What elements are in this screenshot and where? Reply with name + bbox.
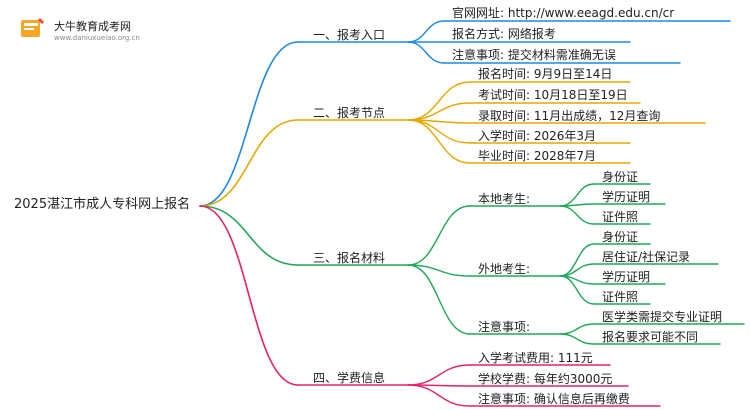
leaf-node: 学历证明 <box>602 190 651 204</box>
branch-node: 二、报考节点 <box>313 106 386 120</box>
connector-line <box>199 41 299 207</box>
leaf-node: 报名方式: 网络报考 <box>452 27 556 41</box>
connector-line <box>407 384 471 407</box>
book-logo-icon <box>21 18 44 37</box>
leaf-node: 证件照 <box>602 210 639 224</box>
leaf-node: 毕业时间: 2028年7月 <box>478 149 597 163</box>
connector-line <box>407 264 471 335</box>
connector-line <box>407 81 471 121</box>
leaf-node: 身份证 <box>602 230 639 244</box>
connector-line <box>199 205 299 386</box>
connector-line <box>199 205 299 266</box>
connector-line <box>559 243 595 277</box>
connector-line <box>559 205 595 225</box>
leaf-node: 注意事项: 提交材料需准确无误 <box>452 48 616 62</box>
group-node: 外地考生: <box>478 262 531 276</box>
group-node: 本地考生: <box>478 192 531 206</box>
connector-line <box>407 20 445 43</box>
leaf-node: 入学考试费用: 111元 <box>478 351 593 365</box>
logo-title: 大牛教育成考网 <box>54 20 131 33</box>
branch-node: 一、报考入口 <box>313 28 386 42</box>
branch-node: 三、报名材料 <box>313 251 386 265</box>
connector-line <box>199 119 299 207</box>
leaf-node: 居住证/社保记录 <box>602 250 691 264</box>
connector-line <box>407 119 471 164</box>
leaf-node: 考试时间: 10月18日至19日 <box>478 88 628 102</box>
leaf-node: 证件照 <box>602 290 639 304</box>
branch-node: 四、学费信息 <box>313 371 386 385</box>
root-node: 2025湛江市成人专科网上报名 <box>14 197 191 212</box>
site-logo: 大牛教育成考网 www.daniuxueiao.org.cn <box>18 14 158 50</box>
leaf-node: 学校学费: 每年约3000元 <box>478 372 613 386</box>
leaf-node: 学历证明 <box>602 270 651 284</box>
connector-line <box>407 102 471 121</box>
connector-line <box>407 264 471 277</box>
leaf-node: 报名要求可能不同 <box>602 330 699 344</box>
connector-line <box>559 333 595 345</box>
connector-line <box>407 41 445 64</box>
connector-line <box>559 183 595 207</box>
leaf-node: 医学类需提交专业证明 <box>602 310 723 324</box>
leaf-node: 录取时间: 11月出成绩，12月查询 <box>478 109 661 123</box>
connector-line <box>407 205 471 266</box>
leaf-node: 官网网址: http://www.eeagd.edu.cn/cr <box>452 6 675 20</box>
leaf-node: 报名时间: 9月9日至14日 <box>478 67 613 81</box>
group-node: 注意事项: <box>478 320 531 334</box>
logo-url: www.daniuxueiao.org.cn <box>54 34 140 42</box>
connector-line <box>407 364 471 386</box>
leaf-node: 入学时间: 2026年3月 <box>478 129 597 143</box>
leaf-node: 身份证 <box>602 170 639 184</box>
connector-line <box>559 323 595 335</box>
connector-line <box>559 275 595 305</box>
leaf-node: 注意事项: 确认信息后再缴费 <box>478 392 630 406</box>
